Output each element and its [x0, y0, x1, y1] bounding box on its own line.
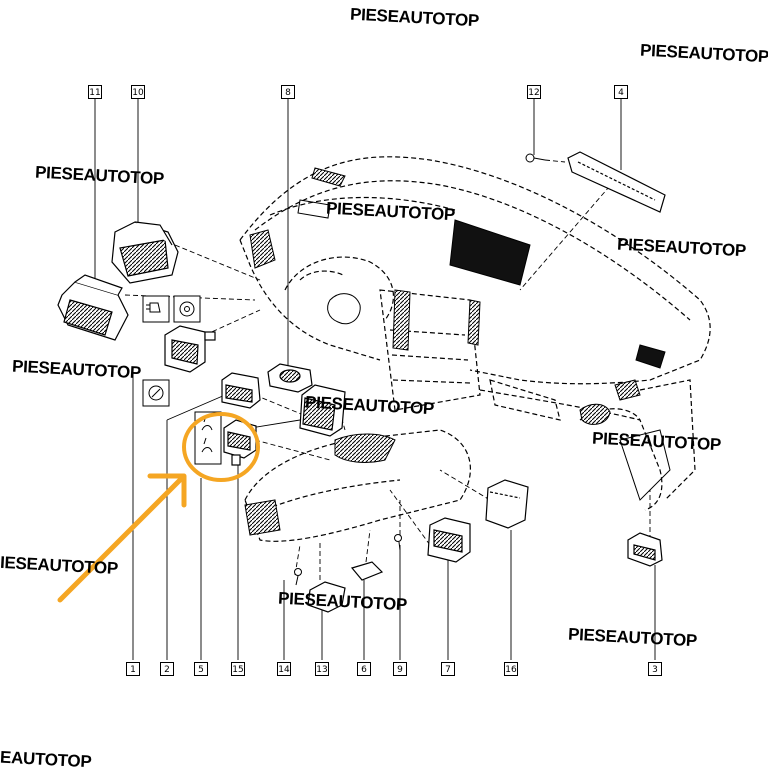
part-14-screw	[294, 568, 302, 586]
dashboard-details	[244, 167, 671, 536]
callout-15: 15	[231, 662, 245, 676]
part-12-screw	[525, 153, 546, 163]
part-3-switch	[627, 532, 663, 567]
part-11-switch	[57, 274, 129, 341]
leader-lines	[124, 159, 651, 580]
highlight-arrow-shaft	[57, 477, 183, 603]
callout-14: 14	[277, 662, 291, 676]
callout-1: 1	[126, 662, 140, 676]
part-1-switch	[164, 325, 216, 373]
watermark-bottom-left-edge: EAUTOTOP	[0, 747, 92, 772]
callout-3: 3	[648, 662, 662, 676]
callout-11: 11	[88, 85, 102, 99]
callout-9: 9	[393, 662, 407, 676]
callout-16: 16	[504, 662, 518, 676]
callout-12: 12	[527, 85, 541, 99]
callout-13: 13	[315, 662, 329, 676]
part-6-cover	[350, 561, 384, 581]
dashboard-light-icon	[173, 295, 201, 323]
highlight-circle	[182, 412, 260, 482]
part-8-switch	[267, 363, 313, 393]
callout-8: 8	[281, 85, 295, 99]
part-13-module	[307, 581, 346, 613]
highlight-arrow-head	[147, 473, 187, 508]
part-16-module	[485, 479, 529, 529]
callout-4: 4	[614, 85, 628, 99]
lighting-switch-icon	[142, 379, 170, 407]
part-7-switch	[427, 517, 471, 563]
callout-5: 5	[194, 662, 208, 676]
callout-10: 10	[131, 85, 145, 99]
callout-7: 7	[441, 662, 455, 676]
callout-2: 2	[160, 662, 174, 676]
part-9-screw	[394, 534, 402, 551]
part-15-module	[299, 384, 346, 437]
part-2-switch	[221, 372, 261, 409]
callout-6: 6	[357, 662, 371, 676]
part-10-switch	[111, 221, 179, 284]
callout-lines	[94, 98, 656, 660]
headlamp-level-icon	[142, 295, 170, 323]
part-4-strip	[567, 151, 666, 213]
